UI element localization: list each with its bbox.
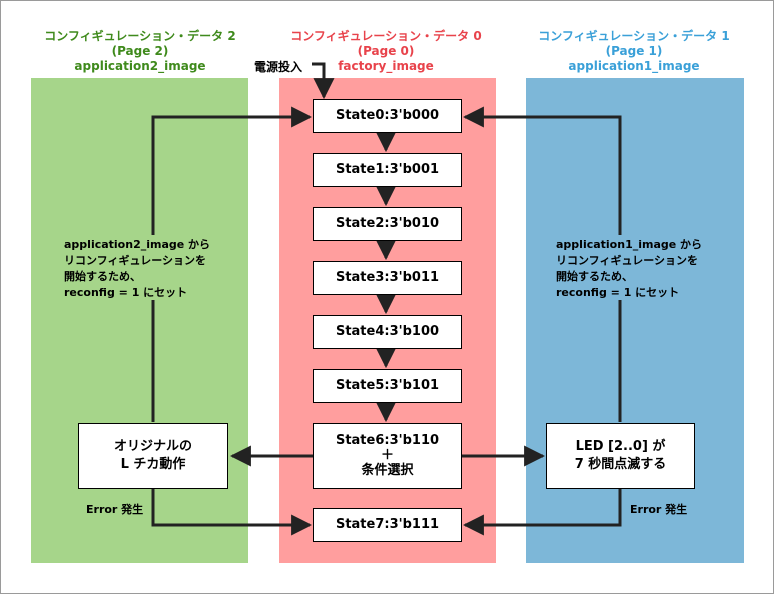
state-3-box: State3:3'b011 <box>313 261 462 295</box>
state-7-box: State7:3'b111 <box>313 508 462 542</box>
header-config-0: コンフィギュレーション・データ 0 (Page 0) factory_image <box>266 29 506 74</box>
right-note-line4: reconfig = 1 にセット <box>556 286 680 299</box>
right-note-line1: application1_image から <box>556 238 703 251</box>
state-6-plus: ＋ <box>380 448 394 463</box>
header-config-1-page: (Page 1) <box>605 44 663 58</box>
left-note-line3: 開始するため、 <box>64 270 141 283</box>
left-loop-upper <box>151 106 313 235</box>
power-on-arrow <box>312 62 335 100</box>
led-blink-line2: 7 秒間点滅する <box>574 457 667 472</box>
header-config-2: コンフィギュレーション・データ 2 (Page 2) application2_… <box>20 29 260 74</box>
left-note-line1: application2_image から <box>64 238 211 251</box>
right-loop-upper <box>462 106 622 235</box>
led-blink-box: LED [2..0] が 7 秒間点滅する <box>546 423 695 489</box>
header-config-0-page: (Page 0) <box>357 44 415 58</box>
state-6-box: State6:3'b110 ＋ 条件選択 <box>313 423 462 489</box>
left-note-line4: reconfig = 1 にセット <box>64 286 188 299</box>
header-config-2-title: コンフィギュレーション・データ 2 <box>44 29 236 43</box>
left-reconfig-note: application2_image から リコンフィギュレーションを 開始する… <box>64 237 210 301</box>
header-config-2-image: application2_image <box>74 59 206 73</box>
right-error-label: Error 発生 <box>630 503 688 516</box>
original-blink-line2: L チカ動作 <box>120 457 186 472</box>
right-reconfig-note: application1_image から リコンフィギュレーションを 開始する… <box>556 237 702 301</box>
right-note-line2: リコンフィギュレーションを <box>556 254 699 267</box>
state-2-box: State2:3'b010 <box>313 207 462 241</box>
left-error-label: Error 発生 <box>86 503 144 516</box>
original-blink-line1: オリジナルの <box>113 439 192 454</box>
right-error-arrow <box>462 489 622 536</box>
right-note-line3: 開始するため、 <box>556 270 633 283</box>
state-1-box: State1:3'b001 <box>313 153 462 187</box>
state-6-condition: 条件選択 <box>361 463 414 478</box>
header-config-0-title: コンフィギュレーション・データ 0 <box>290 29 482 43</box>
state-4-box: State4:3'b100 <box>313 315 462 349</box>
header-config-2-page: (Page 2) <box>111 44 169 58</box>
state-0-box: State0:3'b000 <box>313 99 462 133</box>
header-config-1-title: コンフィギュレーション・データ 1 <box>538 29 730 43</box>
original-blink-box: オリジナルの L チカ動作 <box>78 423 228 489</box>
state-5-box: State5:3'b101 <box>313 369 462 403</box>
left-note-line2: リコンフィギュレーションを <box>64 254 207 267</box>
state-6-label: State6:3'b110 <box>335 433 440 448</box>
power-on-label: 電源投入 <box>254 60 303 74</box>
header-config-1-image: application1_image <box>568 59 700 73</box>
left-error-arrow <box>151 489 313 536</box>
header-config-0-image: factory_image <box>338 59 434 73</box>
led-blink-line1: LED [2..0] が <box>575 439 666 454</box>
header-config-1: コンフィギュレーション・データ 1 (Page 1) application1_… <box>514 29 754 74</box>
